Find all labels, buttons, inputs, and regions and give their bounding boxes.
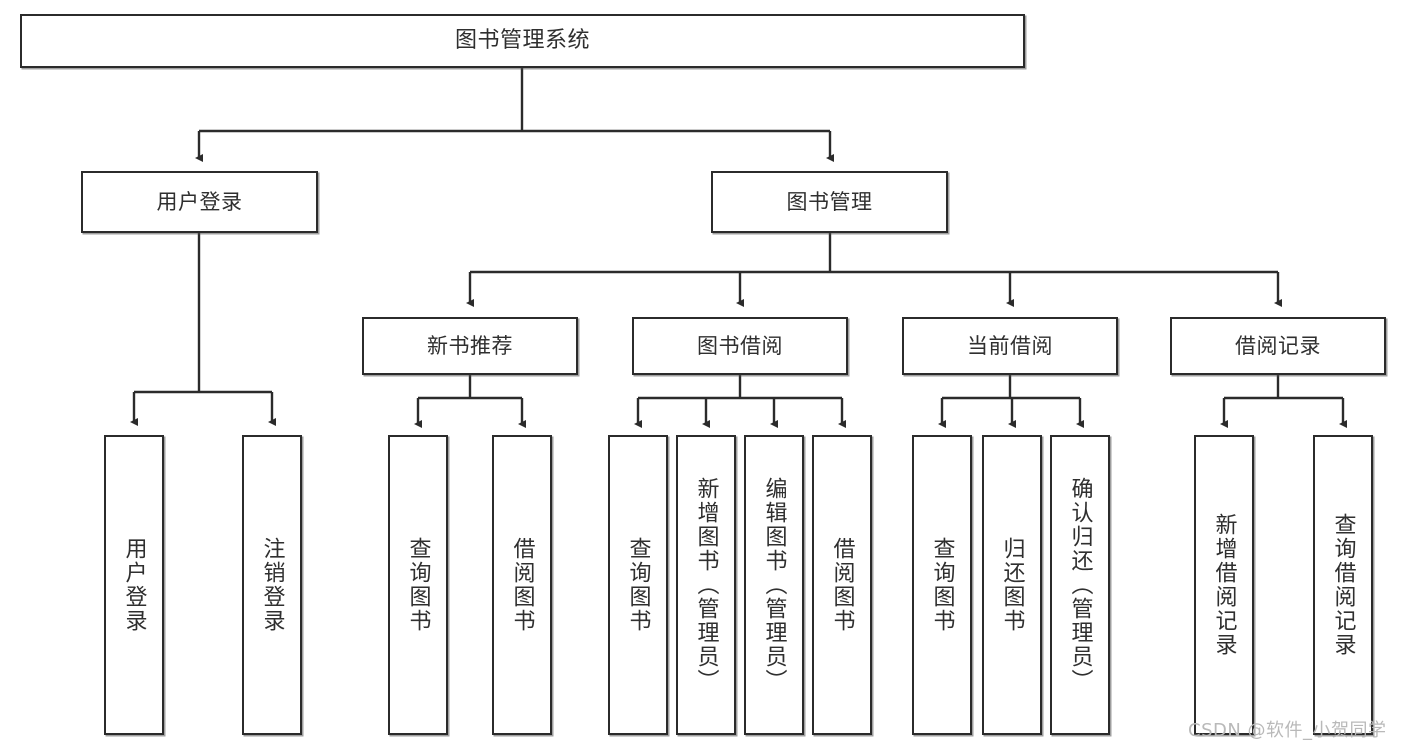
leaf-new-book-borrow-book[interactable]: 借阅图书 [492, 435, 552, 735]
node-label: 确认归还（管理员） [1067, 477, 1093, 693]
node-label: 新书推荐 [427, 333, 513, 358]
leaf-borrow-record-add-record[interactable]: 新增借阅记录 [1194, 435, 1254, 735]
node-new-book-recommend[interactable]: 新书推荐 [362, 317, 578, 375]
node-borrow-record[interactable]: 借阅记录 [1170, 317, 1386, 375]
leaf-borrow-record-query-record[interactable]: 查询借阅记录 [1313, 435, 1373, 735]
node-label: 编辑图书（管理员） [761, 477, 787, 693]
node-label: 查询图书 [405, 537, 431, 633]
node-label: 当前借阅 [967, 333, 1053, 358]
leaf-book-borrow-query-book[interactable]: 查询图书 [608, 435, 668, 735]
node-root-system[interactable]: 图书管理系统 [20, 14, 1025, 68]
node-user-login[interactable]: 用户登录 [81, 171, 318, 233]
node-label: 借阅记录 [1235, 333, 1321, 358]
leaf-book-borrow-edit-book[interactable]: 编辑图书（管理员） [744, 435, 804, 735]
node-label: 查询图书 [625, 537, 651, 633]
node-label: 图书管理 [786, 189, 873, 214]
node-label: 新增图书（管理员） [693, 477, 719, 693]
node-label: 查询借阅记录 [1330, 513, 1356, 657]
node-label: 借阅图书 [509, 537, 535, 633]
node-book-management[interactable]: 图书管理 [711, 171, 948, 233]
leaf-new-book-query-book[interactable]: 查询图书 [388, 435, 448, 735]
node-label: 借阅图书 [829, 537, 855, 633]
leaf-current-borrow-confirm-return[interactable]: 确认归还（管理员） [1050, 435, 1110, 735]
watermark-text: CSDN @软件_小贺同学 [1188, 720, 1387, 741]
leaf-book-borrow-borrow-book[interactable]: 借阅图书 [812, 435, 872, 735]
node-label: 查询图书 [929, 537, 955, 633]
leaf-book-borrow-add-book[interactable]: 新增图书（管理员） [676, 435, 736, 735]
leaf-user-login-login[interactable]: 用户登录 [104, 435, 164, 735]
node-label: 用户登录 [156, 189, 243, 214]
leaf-user-login-logout[interactable]: 注销登录 [242, 435, 302, 735]
node-label: 图书借阅 [697, 333, 783, 358]
node-label: 新增借阅记录 [1211, 513, 1237, 657]
node-label: 用户登录 [121, 537, 147, 633]
node-current-borrow[interactable]: 当前借阅 [902, 317, 1118, 375]
leaf-current-borrow-query-book[interactable]: 查询图书 [912, 435, 972, 735]
node-label: 注销登录 [259, 537, 285, 633]
node-label: 归还图书 [999, 537, 1025, 633]
node-book-borrow[interactable]: 图书借阅 [632, 317, 848, 375]
leaf-current-borrow-return-book[interactable]: 归还图书 [982, 435, 1042, 735]
node-label: 图书管理系统 [454, 28, 590, 54]
